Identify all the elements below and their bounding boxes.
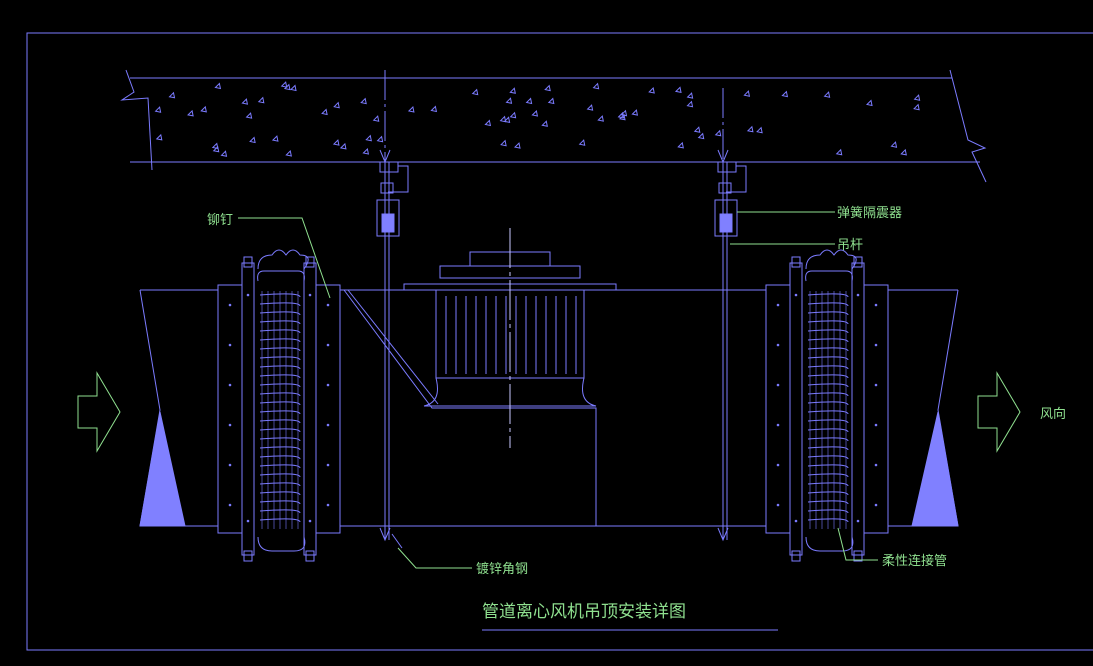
drawing-title: 管道离心风机吊顶安装详图 xyxy=(482,602,686,622)
label-flexible-connector: 柔性连接管 xyxy=(882,553,947,569)
sheet-border xyxy=(26,32,1093,651)
concrete-ceiling-slab xyxy=(120,69,987,183)
label-rivet: 铆钉 xyxy=(207,213,233,228)
label-hanger-rod: 吊杆 xyxy=(837,238,863,253)
duct-outlet-transition xyxy=(887,289,959,527)
airflow-arrow-outlet xyxy=(977,371,1021,453)
fan-duct-body xyxy=(340,289,766,527)
centrifugal-fan xyxy=(403,228,617,448)
flexible-connector-right xyxy=(765,249,889,562)
label-galvanized-angle: 镀锌角钢 xyxy=(476,561,528,577)
concrete-aggregate-marks xyxy=(154,81,921,157)
flexible-connector-left xyxy=(217,249,341,562)
label-wind-direction: 风向 xyxy=(1040,406,1066,422)
hanger-rod-right xyxy=(714,88,747,542)
label-spring-isolator: 弹簧隔震器 xyxy=(837,205,902,221)
duct-inlet-transition xyxy=(139,289,219,527)
airflow-arrow-inlet xyxy=(77,371,121,453)
leader-lines xyxy=(238,211,878,631)
